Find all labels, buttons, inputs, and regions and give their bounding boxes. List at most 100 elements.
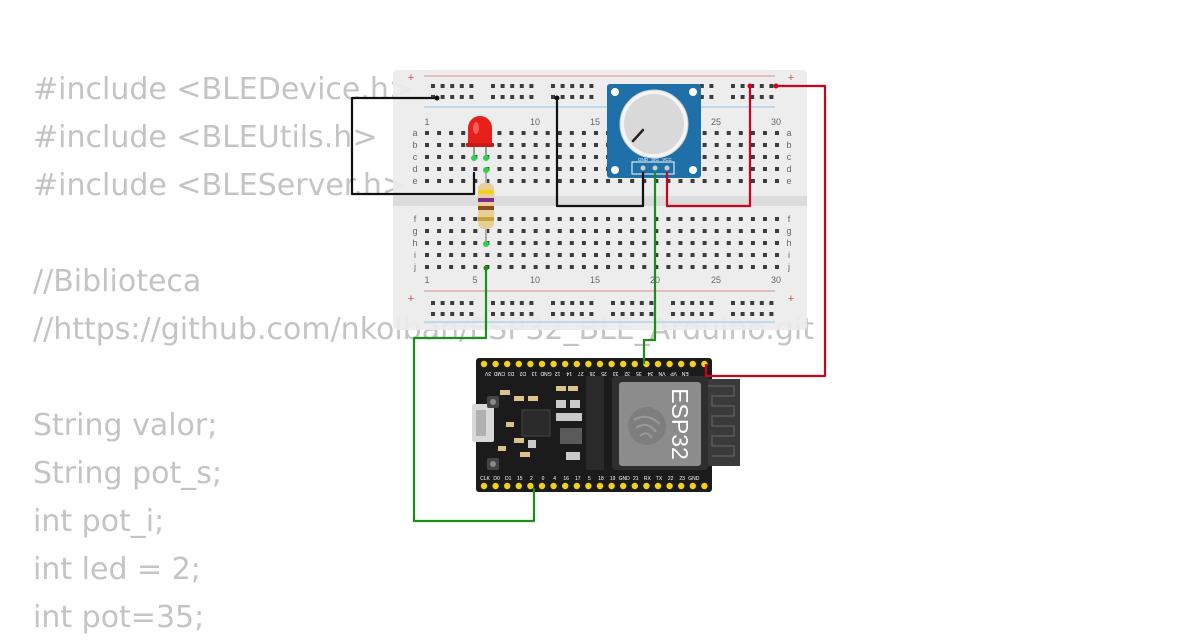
- breadboard-hole[interactable]: [762, 143, 767, 147]
- rail-hole[interactable]: [750, 95, 755, 99]
- rail-hole[interactable]: [639, 312, 644, 316]
- esp32-pin[interactable]: [527, 482, 534, 490]
- breadboard-hole[interactable]: [581, 217, 586, 221]
- black-wire-led-gnd[interactable]: [350, 96, 476, 196]
- rail-hole[interactable]: [769, 84, 774, 88]
- breadboard-hole[interactable]: [557, 217, 562, 221]
- rail-hole[interactable]: [469, 301, 474, 305]
- rail-hole[interactable]: [510, 301, 515, 305]
- breadboard-hole[interactable]: [762, 155, 767, 159]
- rail-hole[interactable]: [671, 301, 675, 305]
- rail-hole[interactable]: [450, 84, 455, 88]
- breadboard-hole[interactable]: [545, 155, 550, 159]
- rail-hole[interactable]: [500, 312, 505, 316]
- breadboard-hole[interactable]: [642, 229, 647, 233]
- breadboard-hole[interactable]: [642, 241, 647, 245]
- breadboard-hole[interactable]: [461, 143, 466, 147]
- breadboard-hole[interactable]: [461, 131, 466, 135]
- breadboard-hole[interactable]: [726, 167, 731, 171]
- breadboard-hole[interactable]: [557, 179, 562, 183]
- breadboard-hole[interactable]: [738, 241, 743, 245]
- breadboard-hole[interactable]: [437, 131, 442, 135]
- breadboard-hole[interactable]: [762, 253, 767, 257]
- breadboard-hole[interactable]: [569, 143, 574, 147]
- esp32-pin[interactable]: [550, 360, 557, 368]
- breadboard-hole[interactable]: [509, 241, 514, 245]
- rail-hole[interactable]: [579, 95, 584, 99]
- breadboard-hole[interactable]: [738, 167, 743, 171]
- breadboard-hole[interactable]: [473, 217, 478, 221]
- rail-hole[interactable]: [459, 312, 464, 316]
- rail-hole[interactable]: [519, 301, 524, 305]
- breadboard-hole[interactable]: [618, 229, 623, 233]
- breadboard-hole[interactable]: [497, 143, 502, 147]
- rail-hole[interactable]: [589, 84, 594, 88]
- rail-hole[interactable]: [529, 301, 534, 305]
- breadboard-hole[interactable]: [606, 217, 611, 221]
- breadboard-hole[interactable]: [509, 143, 514, 147]
- resistor[interactable]: [478, 167, 494, 247]
- breadboard-hole[interactable]: [642, 179, 647, 183]
- breadboard-hole[interactable]: [557, 229, 562, 233]
- rail-hole[interactable]: [731, 84, 735, 88]
- rail-hole[interactable]: [579, 312, 584, 316]
- breadboard-hole[interactable]: [497, 229, 502, 233]
- breadboard-hole[interactable]: [666, 241, 671, 245]
- rail-hole[interactable]: [750, 301, 755, 305]
- esp32-pin[interactable]: [492, 482, 499, 490]
- rail-hole[interactable]: [551, 84, 555, 88]
- breadboard-hole[interactable]: [473, 253, 478, 257]
- breadboard-hole[interactable]: [750, 167, 755, 171]
- breadboard-hole[interactable]: [678, 179, 683, 183]
- rail-hole[interactable]: [450, 95, 455, 99]
- breadboard-hole[interactable]: [533, 253, 538, 257]
- breadboard-hole[interactable]: [678, 241, 683, 245]
- rail-hole[interactable]: [639, 301, 644, 305]
- rail-hole[interactable]: [519, 312, 524, 316]
- breadboard-hole[interactable]: [497, 265, 502, 269]
- breadboard-hole[interactable]: [593, 143, 598, 147]
- rail-hole[interactable]: [491, 312, 495, 316]
- breadboard-hole[interactable]: [593, 155, 598, 159]
- esp32-pin[interactable]: [504, 360, 511, 368]
- breadboard-hole[interactable]: [449, 155, 454, 159]
- breadboard-hole[interactable]: [581, 241, 586, 245]
- breadboard-hole[interactable]: [738, 265, 743, 269]
- red-wire-pot-vcc[interactable]: [665, 86, 752, 208]
- esp32-pin[interactable]: [608, 482, 615, 490]
- breadboard-hole[interactable]: [593, 253, 598, 257]
- breadboard-hole[interactable]: [714, 217, 719, 221]
- rail-hole[interactable]: [431, 84, 435, 88]
- rail-hole[interactable]: [709, 301, 714, 305]
- breadboard-hole[interactable]: [569, 253, 574, 257]
- breadboard-hole[interactable]: [533, 167, 538, 171]
- breadboard-hole[interactable]: [497, 155, 502, 159]
- breadboard-hole[interactable]: [714, 241, 719, 245]
- rail-hole[interactable]: [740, 95, 745, 99]
- breadboard-hole[interactable]: [461, 167, 466, 171]
- rail-hole[interactable]: [699, 301, 704, 305]
- breadboard-hole[interactable]: [702, 179, 707, 183]
- breadboard-hole[interactable]: [545, 179, 550, 183]
- breadboard-hole[interactable]: [762, 131, 767, 135]
- rail-hole[interactable]: [649, 312, 654, 316]
- breadboard-hole[interactable]: [521, 217, 526, 221]
- breadboard-hole[interactable]: [775, 241, 780, 245]
- rail-hole[interactable]: [699, 312, 704, 316]
- breadboard-hole[interactable]: [775, 155, 780, 159]
- breadboard-hole[interactable]: [726, 229, 731, 233]
- breadboard-hole[interactable]: [581, 131, 586, 135]
- esp32-pin[interactable]: [666, 360, 673, 368]
- breadboard-hole[interactable]: [606, 229, 611, 233]
- breadboard-hole[interactable]: [678, 253, 683, 257]
- rail-hole[interactable]: [529, 312, 534, 316]
- rail-hole[interactable]: [469, 312, 474, 316]
- breadboard-hole[interactable]: [473, 229, 478, 233]
- rail-hole[interactable]: [740, 312, 745, 316]
- breadboard-hole[interactable]: [437, 217, 442, 221]
- breadboard-hole[interactable]: [702, 241, 707, 245]
- breadboard-hole[interactable]: [762, 179, 767, 183]
- esp32-pin[interactable]: [689, 482, 696, 490]
- breadboard-hole[interactable]: [593, 265, 598, 269]
- rail-hole[interactable]: [579, 84, 584, 88]
